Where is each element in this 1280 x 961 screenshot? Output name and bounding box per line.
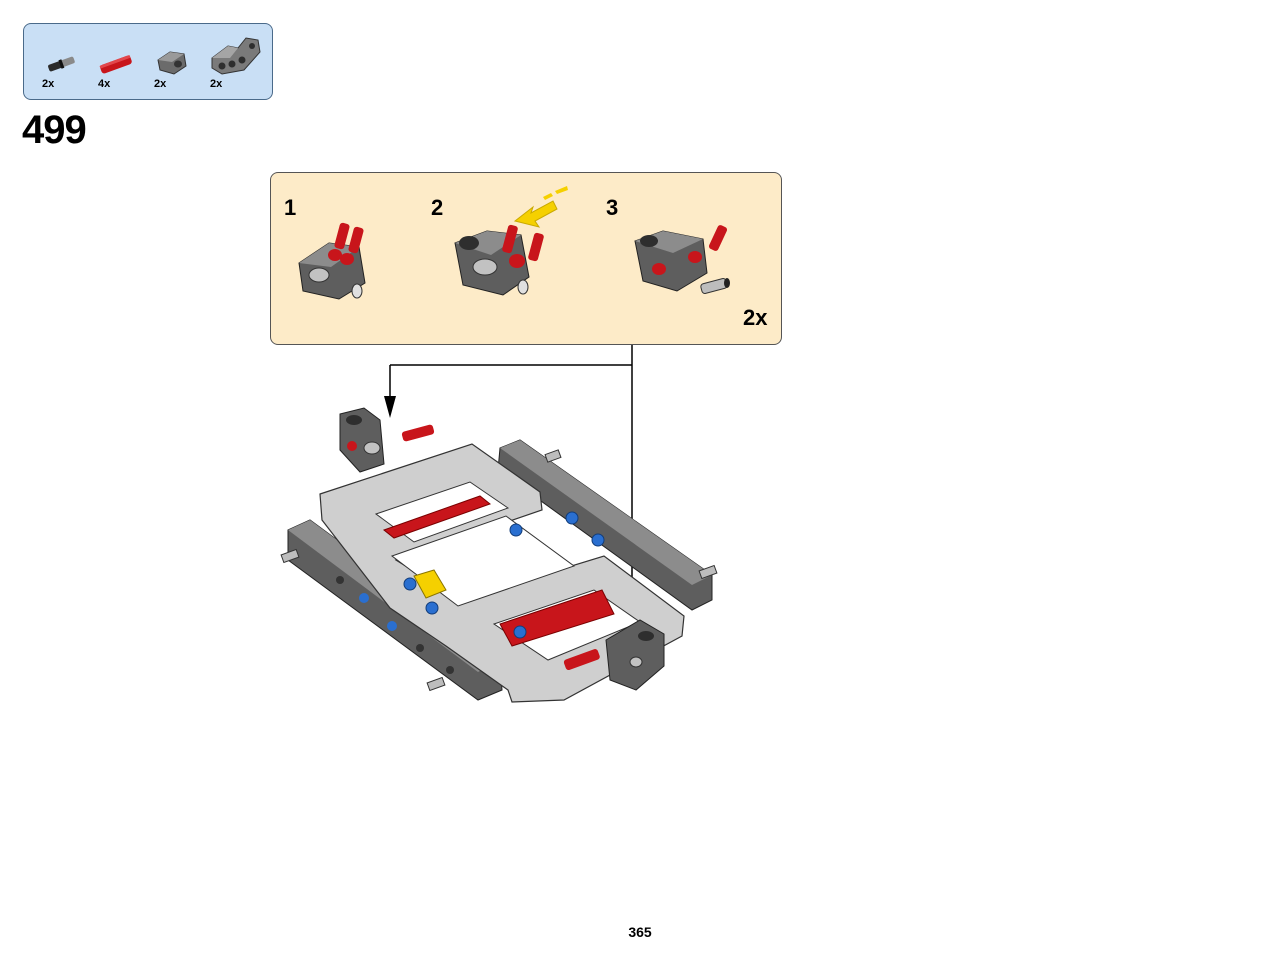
part-qty: 4x xyxy=(98,78,111,90)
part-qty: 2x xyxy=(154,78,167,90)
substep-2-illustration xyxy=(454,186,568,296)
part-grey-angled-beam: 2x xyxy=(208,34,261,96)
substep-number: 1 xyxy=(284,195,297,220)
connector-assembly-bottom xyxy=(563,619,665,691)
part-qty: 2x xyxy=(210,78,223,90)
light-grey-frame xyxy=(319,443,685,703)
substep-number: 3 xyxy=(606,195,619,220)
grey-angled-beam-icon xyxy=(211,37,261,75)
axle-connector-pin-icon xyxy=(48,56,75,72)
step-number: 499 xyxy=(22,108,87,152)
part-axle-connector: 2x xyxy=(40,34,86,96)
substep-multiplier: 2x xyxy=(743,305,768,330)
part-red-axle-pin: 4x xyxy=(96,34,142,96)
part-qty: 2x xyxy=(42,78,55,90)
substep-number: 2 xyxy=(431,195,444,220)
red-axle-pin-icon xyxy=(99,55,132,74)
insert-arrow-icon xyxy=(513,200,558,228)
part-grey-connector: 2x xyxy=(152,34,198,96)
parts-list-panel: 2x 4x 2x 2x xyxy=(23,23,273,100)
warning-tile-icon xyxy=(413,569,447,599)
grey-connector-icon xyxy=(157,51,187,75)
connector-assembly-top xyxy=(339,407,435,473)
subassembly-panel: 1 2 3 2x xyxy=(270,172,782,345)
arrow-down-icon xyxy=(384,396,396,418)
substep-1-illustration xyxy=(298,222,366,300)
substep-3-illustration xyxy=(634,225,730,295)
page-number: 365 xyxy=(628,924,652,940)
